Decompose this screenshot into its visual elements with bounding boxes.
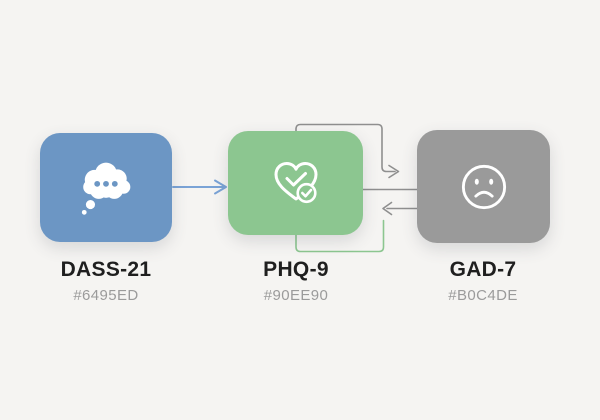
arrow-gad7-to-phq9 <box>382 201 419 216</box>
heart-check-icon <box>274 162 317 204</box>
node-dass21-title: DASS-21 <box>60 258 152 281</box>
node-gad7-label: GAD-7 #B0C4DE <box>403 258 563 305</box>
node-dass21-label: DASS-21 #6495ED <box>26 258 186 305</box>
node-phq9-color-code: #90EE90 <box>263 287 329 304</box>
node-gad7-color-code: #B0C4DE <box>448 287 518 304</box>
thought-bubble-icon <box>81 162 131 215</box>
connector-phq9-top-to-gad7 <box>295 123 400 179</box>
arrow-dass21-to-phq9 <box>172 179 227 195</box>
node-phq9-label: PHQ-9 #90EE90 <box>216 258 376 305</box>
node-dass21-color-code: #6495ED <box>73 287 139 304</box>
sad-face-icon <box>461 164 506 209</box>
node-gad7-title: GAD-7 <box>449 258 517 281</box>
connector-phq9-bottom-loop <box>295 219 385 253</box>
check-badge <box>295 182 317 204</box>
node-dass21 <box>40 133 172 242</box>
node-phq9 <box>228 131 363 235</box>
thought-bubble-dots <box>94 180 118 187</box>
node-gad7 <box>417 130 550 243</box>
node-phq9-title: PHQ-9 <box>263 258 329 281</box>
